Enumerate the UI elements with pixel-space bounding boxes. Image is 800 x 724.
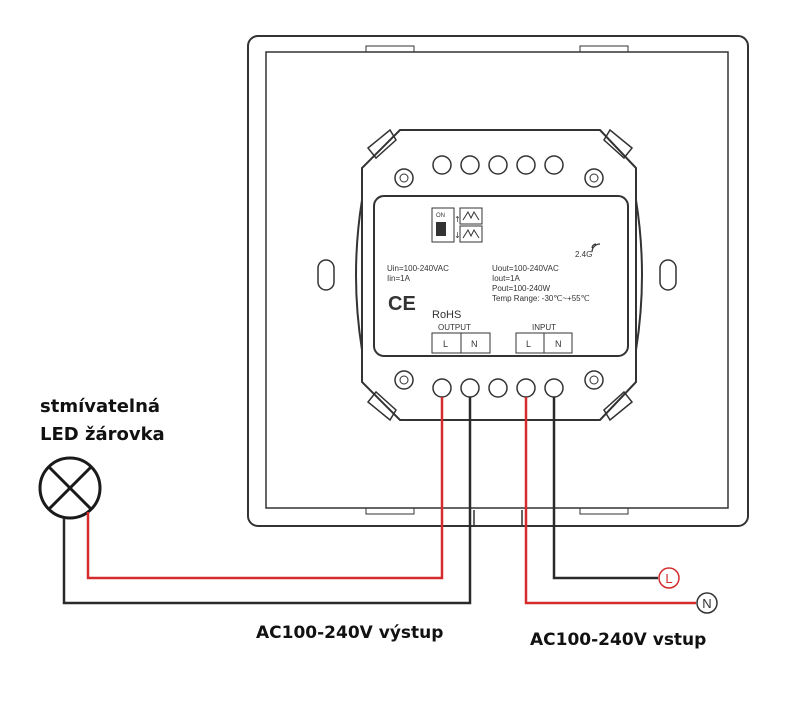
input-block-title: INPUT <box>532 323 556 332</box>
input-voltage-label: AC100-240V vstup <box>530 630 706 650</box>
spec-iin: Iin=1A <box>387 274 411 283</box>
lamp-symbol-icon <box>38 456 102 520</box>
terminal-n-circle <box>696 592 718 614</box>
svg-text:↓: ↓ <box>454 231 461 240</box>
output-terminal-n: N <box>471 339 478 349</box>
spec-pout: Pout=100-240W <box>492 284 550 293</box>
lamp-label-line1: stmívatelná <box>40 396 160 417</box>
input-neutral-wire <box>524 397 696 605</box>
lamp-neutral-wire <box>62 397 472 605</box>
lamp-live-wire <box>86 397 444 580</box>
top-terminal-screws <box>432 155 564 175</box>
terminal-screw-output-n <box>460 378 480 398</box>
input-terminal-l: L <box>526 339 531 349</box>
spec-iout: Iout=1A <box>492 274 520 283</box>
corner-screw <box>584 370 604 390</box>
rohs-mark: RoHS <box>432 309 461 321</box>
dimming-mode-icon <box>459 207 483 225</box>
terminal-n-label: N <box>702 596 711 611</box>
output-block-title: OUTPUT <box>438 323 471 332</box>
wireless-icon <box>591 243 601 253</box>
plate-clip <box>365 45 415 53</box>
mounting-slot <box>659 259 677 291</box>
output-terminal-l: L <box>443 339 448 349</box>
module-body <box>361 129 637 421</box>
wall-plate-outer <box>247 35 749 527</box>
mounting-slot <box>317 259 335 291</box>
plate-clip <box>365 507 415 515</box>
corner-screw <box>394 168 414 188</box>
corner-screw <box>584 168 604 188</box>
spec-temp: Temp Range: -30℃~+55℃ <box>492 294 590 303</box>
terminal-screw-input-l <box>516 378 536 398</box>
corner-screw <box>394 370 414 390</box>
spec-uin: Uin=100-240VAC <box>387 264 449 273</box>
dip-switch <box>431 207 455 243</box>
svg-text:↑: ↑ <box>454 215 461 224</box>
terminal-screw-output-l <box>432 378 452 398</box>
output-voltage-label: AC100-240V výstup <box>256 623 443 643</box>
plate-clip <box>579 507 629 515</box>
ce-mark: CE <box>388 293 416 315</box>
lamp-label-line2: LED žárovka <box>40 424 165 445</box>
bottom-terminal-screws <box>432 378 564 398</box>
terminal-screw-input-n <box>544 378 564 398</box>
input-terminal-n: N <box>555 339 562 349</box>
input-live-wire <box>552 397 658 580</box>
dimming-mode-icon <box>459 225 483 243</box>
dip-switch-on-label: ON <box>436 213 445 219</box>
frequency-label: 2.4G <box>575 250 592 259</box>
plate-clip <box>579 45 629 53</box>
terminal-l-label: L <box>665 571 672 586</box>
spec-uout: Uout=100-240VAC <box>492 264 559 273</box>
wall-plate-inner <box>265 51 729 509</box>
terminal-l-circle <box>658 567 680 589</box>
